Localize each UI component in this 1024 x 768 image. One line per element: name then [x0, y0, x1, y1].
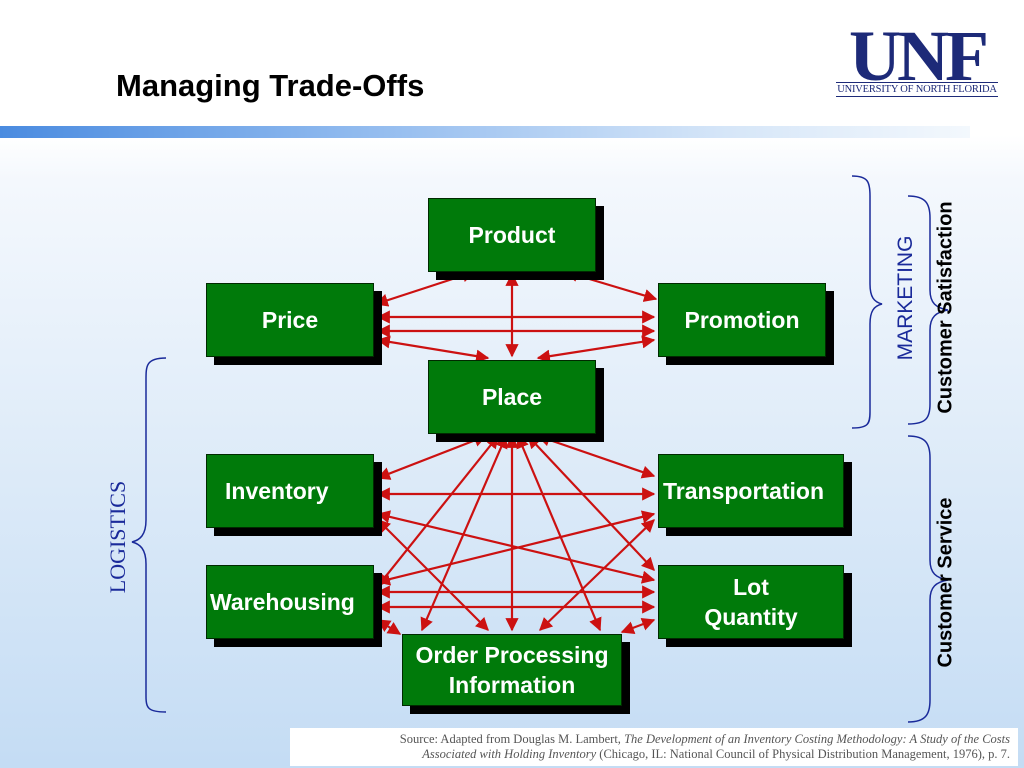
box-lot-quantity-line2: Quantity [704, 604, 798, 630]
box-order-processing-line2: Information [448, 672, 576, 698]
box-inventory-label: Inventory [225, 478, 329, 504]
page-title: Managing Trade-Offs [116, 68, 425, 103]
arrow-place-warehousing [377, 434, 499, 588]
source-italic-2: Associated with Holding Inventory [422, 747, 597, 761]
arrow-product-promotion [564, 269, 658, 302]
logistics-brace [131, 357, 167, 713]
box-warehousing: Warehousing [206, 565, 374, 639]
logistics-label: LOGISTICS [105, 480, 130, 594]
box-place: Place [428, 360, 596, 434]
arrow-place-order-left [420, 434, 508, 632]
customer-service-label: Customer Service [934, 497, 957, 668]
arrow-place-order-right [516, 434, 602, 632]
box-lot-quantity: Lot Quantity [658, 565, 844, 639]
customer-satisfaction-brace [907, 195, 949, 425]
marketing-brace [851, 175, 883, 429]
arrow-place-transportation [536, 433, 656, 479]
marketing-label: MARKETING [894, 235, 917, 361]
box-order-processing-line1: Order Processing [415, 642, 609, 668]
box-product: Product [428, 198, 596, 272]
box-promotion: Promotion [658, 283, 826, 357]
arrow-warehousing-order [376, 619, 402, 635]
box-price: Price [206, 283, 374, 357]
box-promotion-label: Promotion [684, 307, 800, 333]
box-transportation-label: Transportation [663, 478, 825, 504]
source-citation: Source: Adapted from Douglas M. Lambert,… [290, 728, 1018, 766]
box-lot-quantity-line1: Lot [733, 574, 769, 600]
arrow-promotion-place [536, 335, 656, 363]
customer-satisfaction-label: Customer Satisfaction [934, 201, 957, 414]
box-order-processing: Order Processing Information [402, 634, 622, 706]
arrow-lot-order [620, 617, 656, 635]
arrow-product-price [374, 269, 476, 307]
source-italic-1: The Development of an Inventory Costing … [624, 732, 1010, 746]
box-product-label: Product [468, 222, 556, 248]
box-inventory: Inventory [206, 454, 374, 528]
unf-logo: UNF UNIVERSITY OF NORTH FLORIDA [836, 16, 998, 98]
logo-subtitle: UNIVERSITY OF NORTH FLORIDA [836, 82, 998, 97]
box-transportation: Transportation [658, 454, 844, 528]
source-prefix: Source: Adapted from Douglas M. Lambert, [399, 732, 625, 746]
box-place-label: Place [481, 384, 543, 410]
box-warehousing-label: Warehousing [210, 589, 355, 615]
customer-service-brace [907, 435, 949, 723]
source-suffix: (Chicago, IL: National Council of Physic… [596, 747, 1010, 761]
box-price-label: Price [261, 307, 319, 333]
arrow-price-place [376, 335, 490, 363]
title-rule [0, 126, 970, 138]
